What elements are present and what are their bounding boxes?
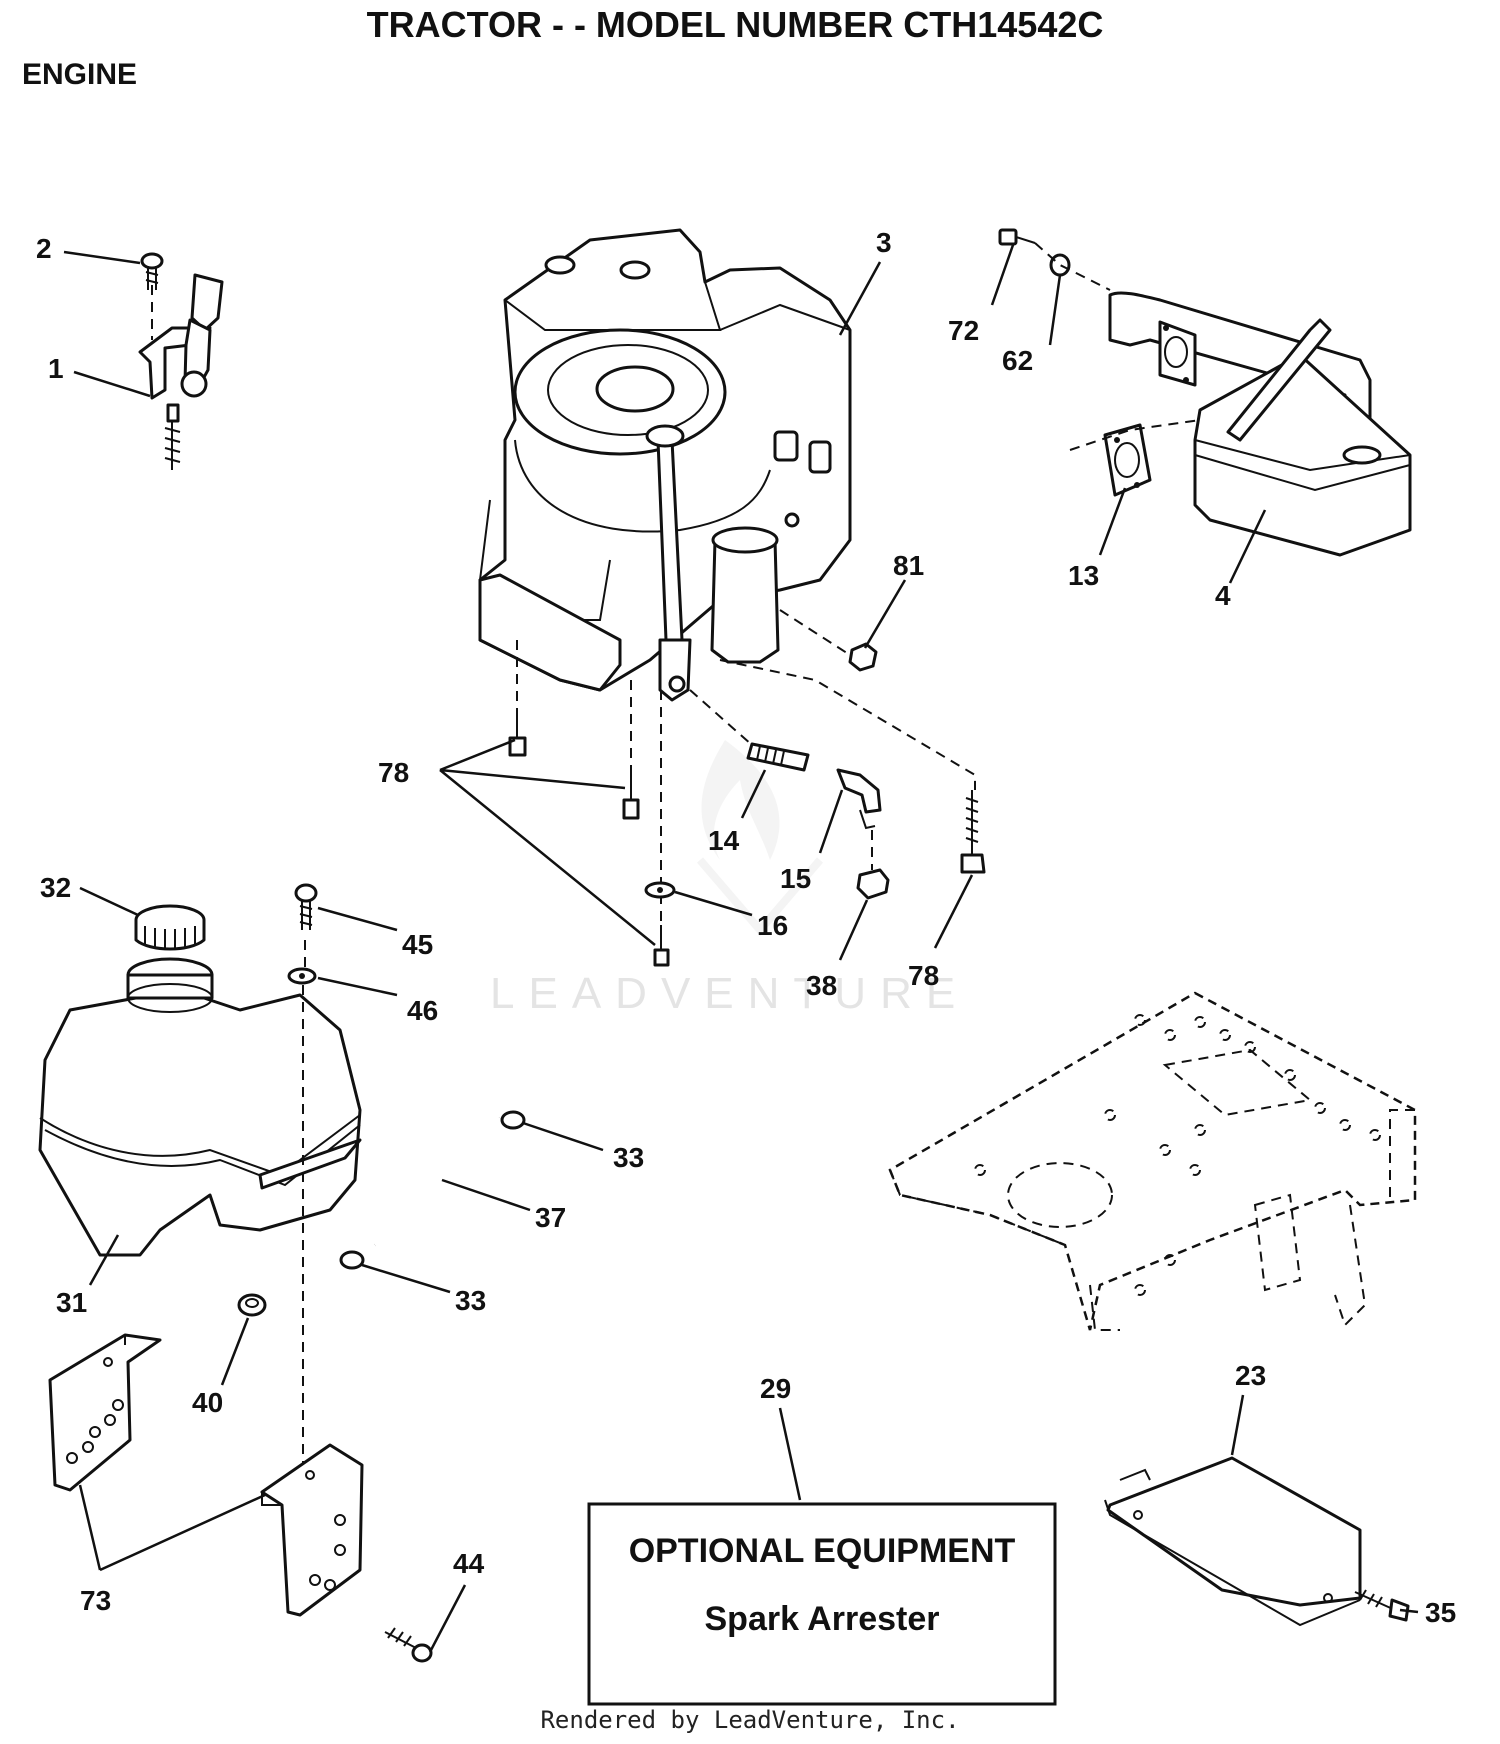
tank-bracket-right-part [260, 1443, 364, 1617]
callout-45: 45 [402, 929, 433, 960]
throttle-control-part [138, 273, 224, 470]
callout-72: 72 [948, 315, 979, 346]
engine-part [478, 228, 852, 702]
exhaust-gasket-part [1103, 423, 1152, 497]
pipe-nipple-part [746, 742, 810, 772]
hose-clamp-lower-part [339, 1250, 365, 1270]
callout-3: 3 [876, 227, 892, 258]
tank-washer-part [287, 967, 317, 985]
callout-2: 2 [36, 233, 52, 264]
fuel-cap-part [134, 904, 206, 951]
optional-equipment-item: Spark Arrester [705, 1600, 940, 1638]
callout-78-right: 78 [908, 960, 939, 991]
callout-38: 38 [806, 970, 837, 1001]
muffler-part [1108, 291, 1412, 557]
flat-washer-part [644, 881, 676, 899]
bracket-screw-part [384, 1627, 433, 1663]
callout-15: 15 [780, 863, 811, 894]
watermark-text: LEADVENTURE [490, 969, 969, 1018]
engine-bolt-part [960, 790, 986, 874]
render-credit-footer: Rendered by LeadVenture, Inc. [540, 1706, 960, 1734]
fitting-nut-part [856, 868, 890, 900]
tank-screw-part [294, 883, 318, 930]
optional-equipment-heading: OPTIONAL EQUIPMENT [629, 1532, 1016, 1570]
hose-clamp-upper-part [500, 1110, 526, 1130]
fuel-line-part [373, 1116, 503, 1247]
tank-nut-part [237, 1293, 267, 1317]
watermark-logo-icon [696, 740, 824, 937]
heat-shield-part [1104, 1456, 1362, 1627]
engine-nut-part [848, 642, 878, 672]
optional-equipment-box: OPTIONAL EQUIPMENT Spark Arrester [587, 1502, 1057, 1706]
lock-washer-part [1049, 253, 1071, 277]
callout-1: 1 [48, 353, 64, 384]
callout-13: 13 [1068, 560, 1099, 591]
callout-4: 4 [1215, 580, 1231, 611]
callout-46: 46 [407, 995, 438, 1026]
callout-33-upper: 33 [613, 1142, 644, 1173]
callout-62: 62 [1002, 345, 1033, 376]
callout-73: 73 [80, 1585, 111, 1616]
callout-23: 23 [1235, 1360, 1266, 1391]
callout-33-lower: 33 [455, 1285, 486, 1316]
callout-40: 40 [192, 1387, 223, 1418]
exhaust-bolt-part [998, 228, 1036, 246]
fuel-tank-part [38, 957, 362, 1257]
callout-31: 31 [56, 1287, 87, 1318]
street-elbow-part [836, 768, 882, 830]
callout-35: 35 [1425, 1597, 1456, 1628]
callout-37: 37 [535, 1202, 566, 1233]
callout-29: 29 [760, 1373, 791, 1404]
callout-14: 14 [708, 825, 740, 856]
callout-16: 16 [757, 910, 788, 941]
callout-78-left: 78 [378, 757, 409, 788]
section-heading: ENGINE [22, 58, 138, 91]
screw-part [140, 252, 164, 290]
tank-bracket-left-part [48, 1333, 162, 1492]
shield-screw-part [1354, 1589, 1410, 1622]
callout-44: 44 [453, 1548, 485, 1579]
callout-32: 32 [40, 872, 71, 903]
page-title: TRACTOR - - MODEL NUMBER CTH14542C [366, 4, 1104, 45]
tractor-frame-reference [888, 991, 1417, 1331]
callout-81: 81 [893, 550, 924, 581]
callout-leader-lines [63, 244, 1419, 1653]
